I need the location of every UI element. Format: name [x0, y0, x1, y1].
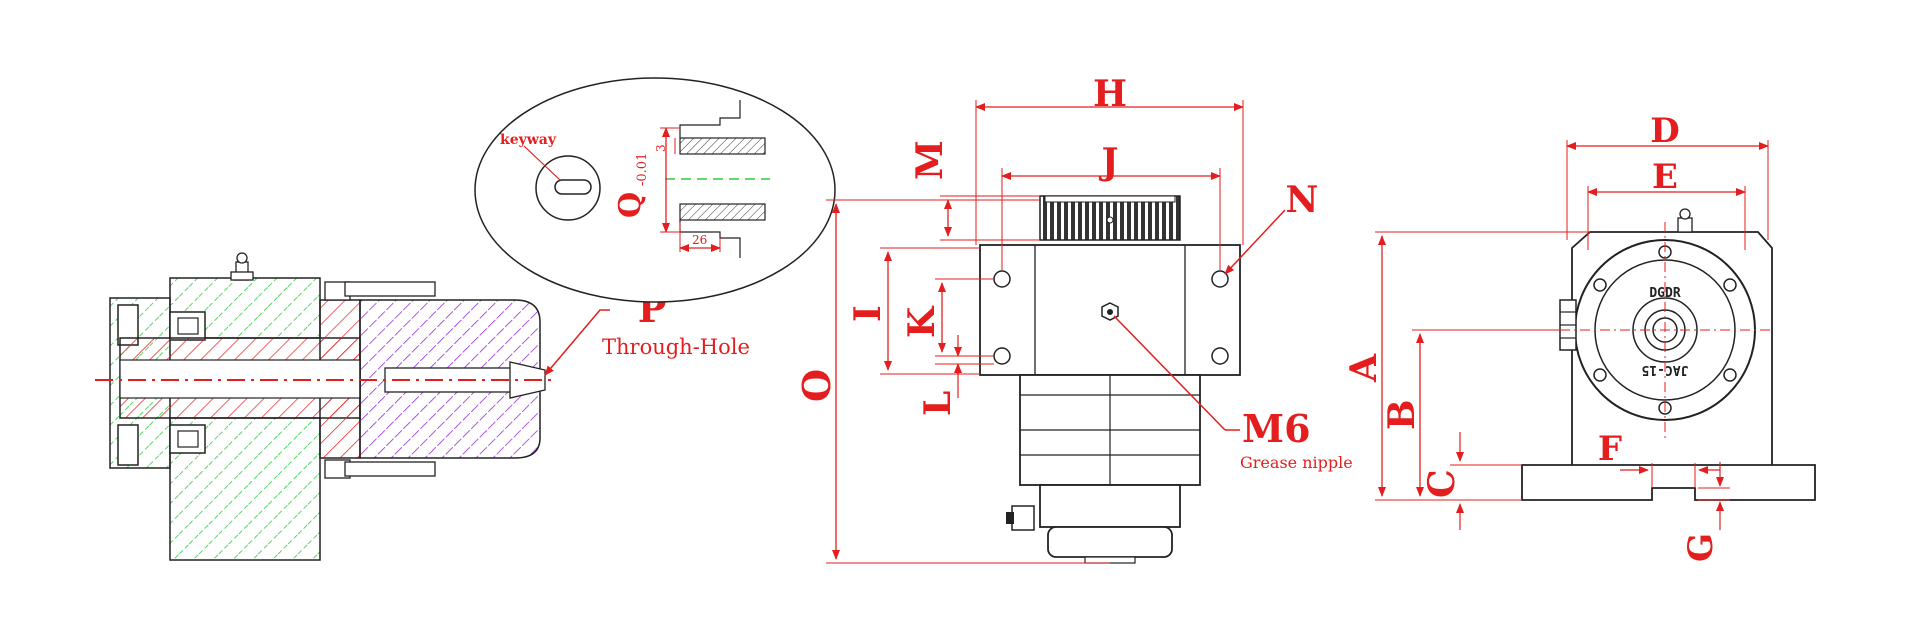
label-o: O [794, 369, 839, 402]
nameplate-bottom: JAC-15 [1642, 362, 1689, 377]
label-i: I [847, 305, 889, 322]
label-f: F [1598, 429, 1622, 469]
label-dim-26: 26 [692, 233, 707, 247]
label-b: B [1381, 400, 1423, 430]
label-c: C [1421, 469, 1463, 498]
label-grease-nipple: Grease nipple [1240, 453, 1353, 472]
label-q: Q [613, 192, 648, 218]
detail-view [474, 77, 836, 303]
label-n: N [1286, 179, 1319, 221]
label-keyway: keyway [500, 132, 557, 148]
nameplate-top: DGDR [1649, 286, 1680, 301]
label-l: L [917, 391, 959, 416]
label-d: D [1650, 111, 1679, 151]
label-g: G [1681, 533, 1721, 562]
label-j: J [1098, 141, 1118, 183]
side-view [826, 100, 1286, 564]
section-view [95, 252, 610, 561]
label-through-hole: Through-Hole [602, 335, 750, 359]
front-view [1375, 140, 1816, 530]
label-h: H [1093, 73, 1127, 115]
label-m6: M6 [1242, 406, 1311, 451]
label-k: K [901, 305, 943, 338]
label-tolerance: -0.01 [635, 153, 650, 186]
label-m: M [909, 140, 951, 180]
label-dim-3: 3 [654, 144, 668, 152]
label-e: E [1652, 157, 1678, 197]
label-a: A [1343, 353, 1385, 383]
